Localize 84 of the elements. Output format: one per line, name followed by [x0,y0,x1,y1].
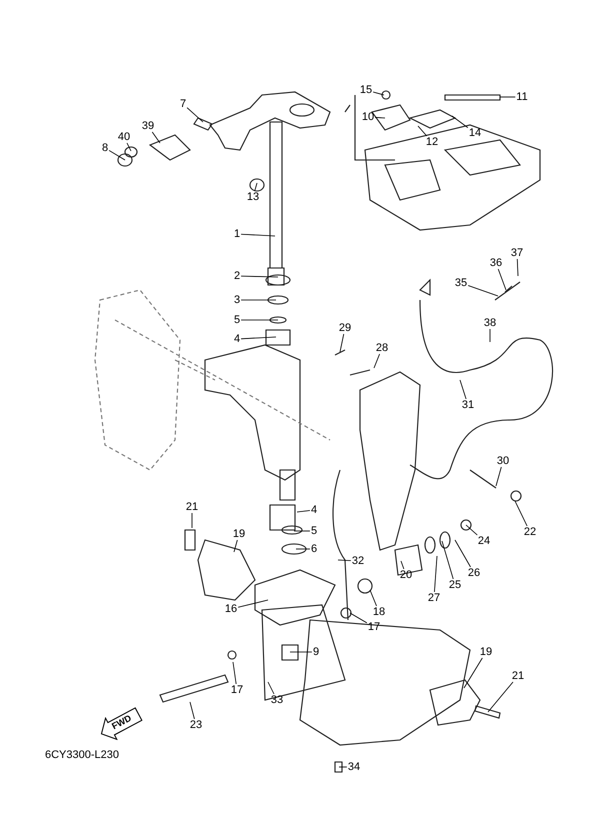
callout-number: 37 [510,247,524,259]
leader-line [340,334,344,352]
callout-number: 35 [454,277,468,289]
callout-number: 36 [488,257,504,269]
leader-line [254,182,258,192]
callout-number: 14 [468,127,482,139]
callout-number: 24 [476,535,492,547]
callout-number: 39 [140,120,156,132]
callout-number: 12 [424,136,440,148]
leader-line [296,548,310,550]
leader-line [296,510,310,512]
callout-number: 5 [310,525,318,537]
callout-number: 8 [100,142,110,154]
leader-line [338,766,348,768]
leader-line [186,107,204,122]
leader-line [234,540,238,552]
callout-number: 10 [360,111,376,123]
leader-line [400,560,404,570]
leader-line [468,285,498,296]
callout-number: 18 [372,606,386,618]
leader-line [152,132,160,144]
callout-number: 7 [178,98,188,110]
leader-line [108,150,126,160]
callout-number: 32 [350,555,366,567]
callout-number: 31 [460,399,476,411]
callout-number: 29 [338,322,352,334]
leader-line [464,658,483,688]
callout-number: 17 [230,684,244,696]
callout-number: 34 [346,761,362,773]
leader-line [372,92,384,96]
callout-number: 30 [496,455,510,467]
callout-number: 6 [310,543,318,555]
callout-number: 28 [374,342,390,354]
leader-line [268,682,274,694]
callout-number: 4 [232,333,242,345]
leader-line [240,276,278,278]
callout-number: 15 [358,84,374,96]
callout-number: 5 [232,314,242,326]
callout-number: 13 [246,191,260,203]
leader-line [374,354,380,368]
callout-number: 3 [232,294,242,306]
callout-number: 40 [116,131,132,143]
callout-number: 21 [510,670,526,682]
callout-number: 2 [232,270,242,282]
leader-line [238,600,268,608]
callout-number: 19 [478,646,494,658]
leader-line [190,702,195,720]
leader-line [460,380,466,400]
leader-line [370,590,377,606]
leader-line [516,258,518,276]
leader-line [418,126,428,136]
leader-line [442,540,454,580]
leader-line [232,662,237,684]
leader-line [514,500,528,526]
leader-line [338,560,352,562]
callout-number: 9 [312,646,320,658]
leader-line [350,612,368,624]
leader-line [500,96,516,98]
callout-number: 1 [232,228,242,240]
callout-number: 25 [448,579,462,591]
callout-number: 19 [232,528,246,540]
callout-number: 11 [515,91,529,103]
leader-line [434,556,438,592]
leader-line [240,336,276,340]
leader-line [488,682,514,712]
callout-number: 26 [466,567,482,579]
callout-number: 38 [482,317,498,329]
callout-number: 27 [426,592,442,604]
leader-line [466,524,478,536]
leader-line [294,530,310,532]
leader-line [498,268,506,290]
callout-number: 16 [224,603,238,615]
leader-line [496,466,502,486]
leader-line [374,117,386,118]
drawing-code: 6CY3300-L230 [45,749,120,761]
leader-line [454,540,471,568]
callout-number: 22 [522,526,538,538]
callout-number: 23 [188,719,204,731]
leader-line [240,234,276,236]
callout-number: 4 [310,504,318,516]
leader-line [126,142,132,152]
callout-number: 33 [270,694,284,706]
leader-line [452,116,468,128]
callout-number: 21 [184,501,200,513]
